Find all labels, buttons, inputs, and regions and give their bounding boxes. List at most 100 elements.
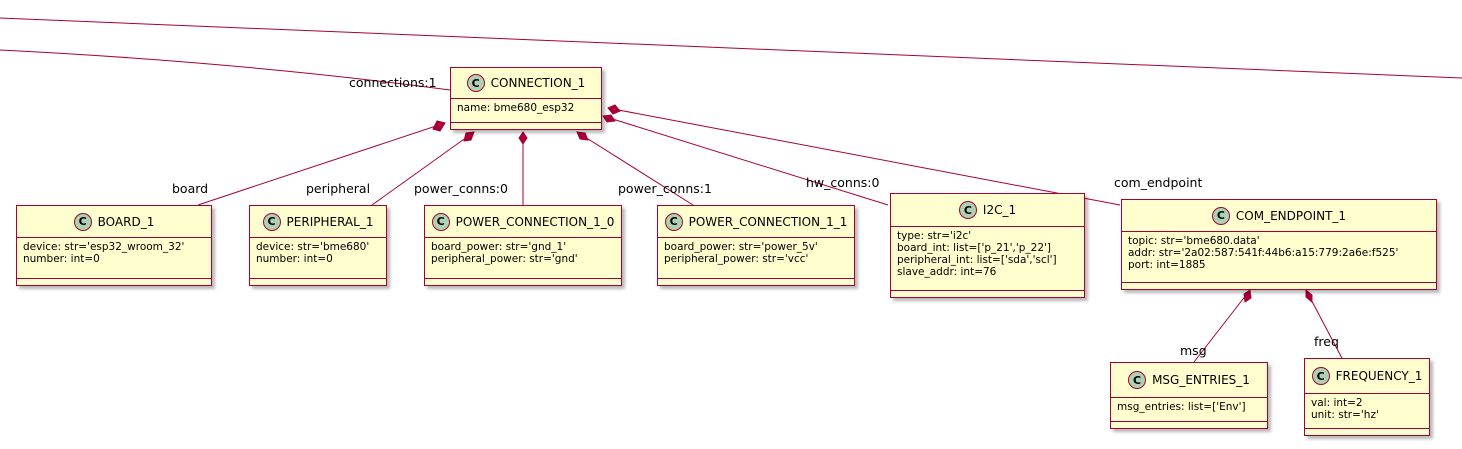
filled-diamond-icon <box>1243 289 1252 303</box>
attribute-line: type: str='i2c' <box>897 230 972 242</box>
class-circle-icon: C <box>958 201 977 219</box>
class-name: POWER_CONNECTION_1_0 <box>455 214 615 229</box>
class-power-connection-1-1[interactable]: C POWER_CONNECTION_1_1 board_power: str=… <box>657 205 855 286</box>
class-frequency-1[interactable]: C FREQUENCY_1 val: int=2 unit: str='hz' <box>1304 358 1430 436</box>
attribute-line: val: int=2 <box>1311 397 1363 409</box>
edge-label-board: board <box>172 181 209 196</box>
class-board-1[interactable]: C BOARD_1 device: str='esp32_wroom_32' n… <box>16 205 212 286</box>
class-peripheral-1[interactable]: C PERIPHERAL_1 device: str='bme680' numb… <box>249 205 387 286</box>
class-name: COM_ENDPOINT_1 <box>1235 208 1347 223</box>
class-attributes: topic: str='bme680.data' addr: str='2a02… <box>1122 232 1436 271</box>
attribute-line: topic: str='bme680.data' <box>1128 235 1260 247</box>
class-header: C COM_ENDPOINT_1 <box>1122 200 1436 232</box>
class-circle-icon: C <box>1311 367 1330 385</box>
class-circle-icon: C <box>431 212 450 231</box>
filled-diamond-icon <box>1305 288 1313 304</box>
filled-diamond-icon <box>518 131 528 145</box>
class-circle-icon: C <box>1128 371 1147 389</box>
attribute-line: port: int=1885 <box>1128 259 1206 271</box>
class-methods-divider <box>891 290 1084 291</box>
class-attributes: device: str='esp32_wroom_32' number: int… <box>17 238 211 265</box>
edge-label-hw-conns-0: hw_conns:0 <box>806 175 880 190</box>
class-attributes: board_power: str='gnd_1' peripheral_powe… <box>425 238 621 265</box>
filled-diamond-icon <box>607 104 621 115</box>
attribute-line: msg_entries: list=['Env'] <box>1117 401 1246 413</box>
class-name: MSG_ENTRIES_1 <box>1152 373 1250 387</box>
class-methods-divider <box>250 278 386 279</box>
class-header: C FREQUENCY_1 <box>1305 359 1429 394</box>
class-circle-icon: C <box>664 212 683 231</box>
attribute-line: name: bme680_esp32 <box>457 102 575 114</box>
class-attributes: name: bme680_esp32 <box>451 99 601 114</box>
filled-diamond-icon <box>576 131 589 141</box>
class-methods-divider <box>1111 421 1267 422</box>
attribute-line: board_power: str='gnd_1' <box>431 241 567 253</box>
edge-com <box>607 107 1121 206</box>
edge-label-connections: connections:1 <box>349 75 437 90</box>
class-circle-icon: C <box>73 212 92 231</box>
class-header: C I2C_1 <box>891 194 1084 227</box>
attribute-line: peripheral_power: str='vcc' <box>664 253 809 265</box>
edge-board <box>197 122 446 206</box>
class-name: CONNECTION_1 <box>490 76 586 90</box>
edge-i2c <box>602 115 889 206</box>
class-header: C POWER_CONNECTION_1_1 <box>658 206 854 238</box>
class-name: FREQUENCY_1 <box>1335 369 1423 383</box>
class-attributes: msg_entries: list=['Env'] <box>1111 398 1267 413</box>
attribute-line: peripheral_int: list=['sda','scl'] <box>897 254 1057 266</box>
edge-label-msg: msg <box>1180 343 1207 358</box>
class-methods-divider <box>451 122 601 123</box>
class-connection-1[interactable]: C CONNECTION_1 name: bme680_esp32 <box>450 67 602 130</box>
attribute-line: device: str='bme680' <box>256 241 370 253</box>
edge-label-freq: freq <box>1314 334 1339 349</box>
edge-msg <box>1193 289 1251 363</box>
class-circle-icon: C <box>1211 206 1230 225</box>
class-methods-divider <box>658 278 854 279</box>
class-msg-entries-1[interactable]: C MSG_ENTRIES_1 msg_entries: list=['Env'… <box>1110 362 1268 429</box>
class-methods-divider <box>17 278 211 279</box>
class-header: C CONNECTION_1 <box>451 68 601 99</box>
class-methods-divider <box>1305 428 1429 429</box>
class-methods-divider <box>425 278 621 279</box>
class-power-connection-1-0[interactable]: C POWER_CONNECTION_1_0 board_power: str=… <box>424 205 622 286</box>
attribute-line: device: str='esp32_wroom_32' <box>23 241 185 253</box>
class-header: C PERIPHERAL_1 <box>250 206 386 238</box>
class-circle-icon: C <box>466 74 485 92</box>
edge-power1 <box>576 131 694 206</box>
attribute-line: addr: str='2a02:587:541f:44b6:a15:779:2a… <box>1128 247 1399 259</box>
class-name: PERIPHERAL_1 <box>286 214 374 229</box>
edge-label-power-conns-0: power_conns:0 <box>414 181 508 196</box>
class-header: C POWER_CONNECTION_1_0 <box>425 206 621 238</box>
class-circle-icon: C <box>262 212 281 231</box>
class-header: C MSG_ENTRIES_1 <box>1111 363 1267 398</box>
edge-label-power-conns-1: power_conns:1 <box>618 181 712 196</box>
filled-diamond-icon <box>463 131 475 142</box>
class-attributes: type: str='i2c' board_int: list=['p_21',… <box>891 227 1084 278</box>
edge-label-peripheral: peripheral <box>306 181 371 196</box>
edge-connections <box>0 49 451 91</box>
class-attributes: val: int=2 unit: str='hz' <box>1305 394 1429 421</box>
class-attributes: device: str='bme680' number: int=0 <box>250 238 386 265</box>
attribute-line: board_int: list=['p_21','p_22'] <box>897 242 1051 254</box>
class-name: BOARD_1 <box>97 214 155 229</box>
attribute-line: slave_addr: int=76 <box>897 266 997 278</box>
class-header: C BOARD_1 <box>17 206 211 238</box>
edge-peripheral <box>371 131 475 206</box>
filled-diamond-icon <box>432 120 446 132</box>
class-methods-divider <box>1122 282 1436 283</box>
edge-label-com-endpoint: com_endpoint <box>1114 175 1203 190</box>
class-name: I2C_1 <box>982 203 1017 217</box>
attribute-line: number: int=0 <box>23 253 100 265</box>
edge-incoming-top <box>0 17 1462 79</box>
attribute-line: peripheral_power: str='gnd' <box>431 253 578 265</box>
class-attributes: board_power: str='power_5v' peripheral_p… <box>658 238 854 265</box>
class-com-endpoint-1[interactable]: C COM_ENDPOINT_1 topic: str='bme680.data… <box>1121 199 1437 290</box>
attribute-line: board_power: str='power_5v' <box>664 241 818 253</box>
attribute-line: unit: str='hz' <box>1311 409 1379 421</box>
class-name: POWER_CONNECTION_1_1 <box>688 214 848 229</box>
attribute-line: number: int=0 <box>256 253 333 265</box>
class-i2c-1[interactable]: C I2C_1 type: str='i2c' board_int: list=… <box>890 193 1085 298</box>
filled-diamond-icon <box>602 114 616 123</box>
